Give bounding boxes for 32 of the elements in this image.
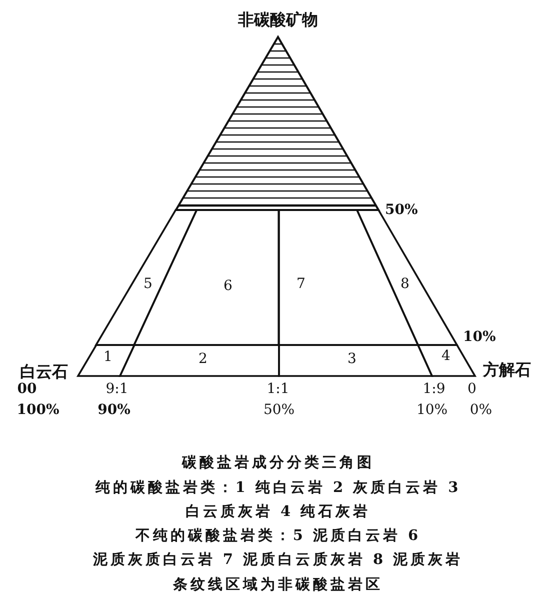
percent-label: 90% [98, 401, 130, 419]
ratio-label: 9:1 [106, 380, 128, 398]
percent-label: 100% [16, 401, 60, 419]
caption: 碳酸盐岩成分分类三角图 [180, 453, 376, 473]
region-polygon [120, 345, 279, 376]
region-number: 8 [400, 276, 410, 292]
note-text: 纯的碳酸盐岩类：1 纯白云岩 2 灰质白云岩 3 白云质灰岩 4 纯石灰岩 [94, 478, 462, 522]
percent-label: 50% [385, 201, 418, 219]
percent-label: 50% [263, 401, 295, 419]
ratio-label: 1:9 [422, 380, 446, 398]
percent-label: 10% [463, 328, 496, 346]
region-polygon [134, 210, 279, 345]
ratio-label: 00 [17, 380, 37, 398]
ratio-label: 1:1 [266, 380, 290, 398]
note-text: 不纯的碳酸盐岩类：5 泥质白云岩 6 泥质灰质白云岩 7 泥质白云质灰岩 8 泥质灰岩 [92, 526, 464, 570]
region-polygon [96, 210, 197, 345]
region-number: 4 [442, 348, 450, 364]
region-number: 1 [104, 349, 112, 365]
region-number: 3 [348, 351, 356, 367]
apex-label: 非碳酸矿物 [238, 11, 318, 29]
percent-label: 0% [470, 401, 492, 419]
corner-label: 方解石 [483, 361, 531, 379]
region-number: 7 [296, 276, 306, 292]
region-number: 2 [198, 351, 208, 367]
corner-label: 白云石 [20, 363, 68, 381]
ratio-label: 0 [468, 380, 476, 398]
region-polygon [279, 345, 432, 376]
percent-label: 10% [416, 401, 448, 419]
region-polygon [418, 345, 475, 376]
region-number: 6 [224, 278, 232, 294]
note-text: 条纹线区域为非碳酸盐岩区 [172, 575, 384, 595]
region-number: 5 [144, 276, 152, 292]
